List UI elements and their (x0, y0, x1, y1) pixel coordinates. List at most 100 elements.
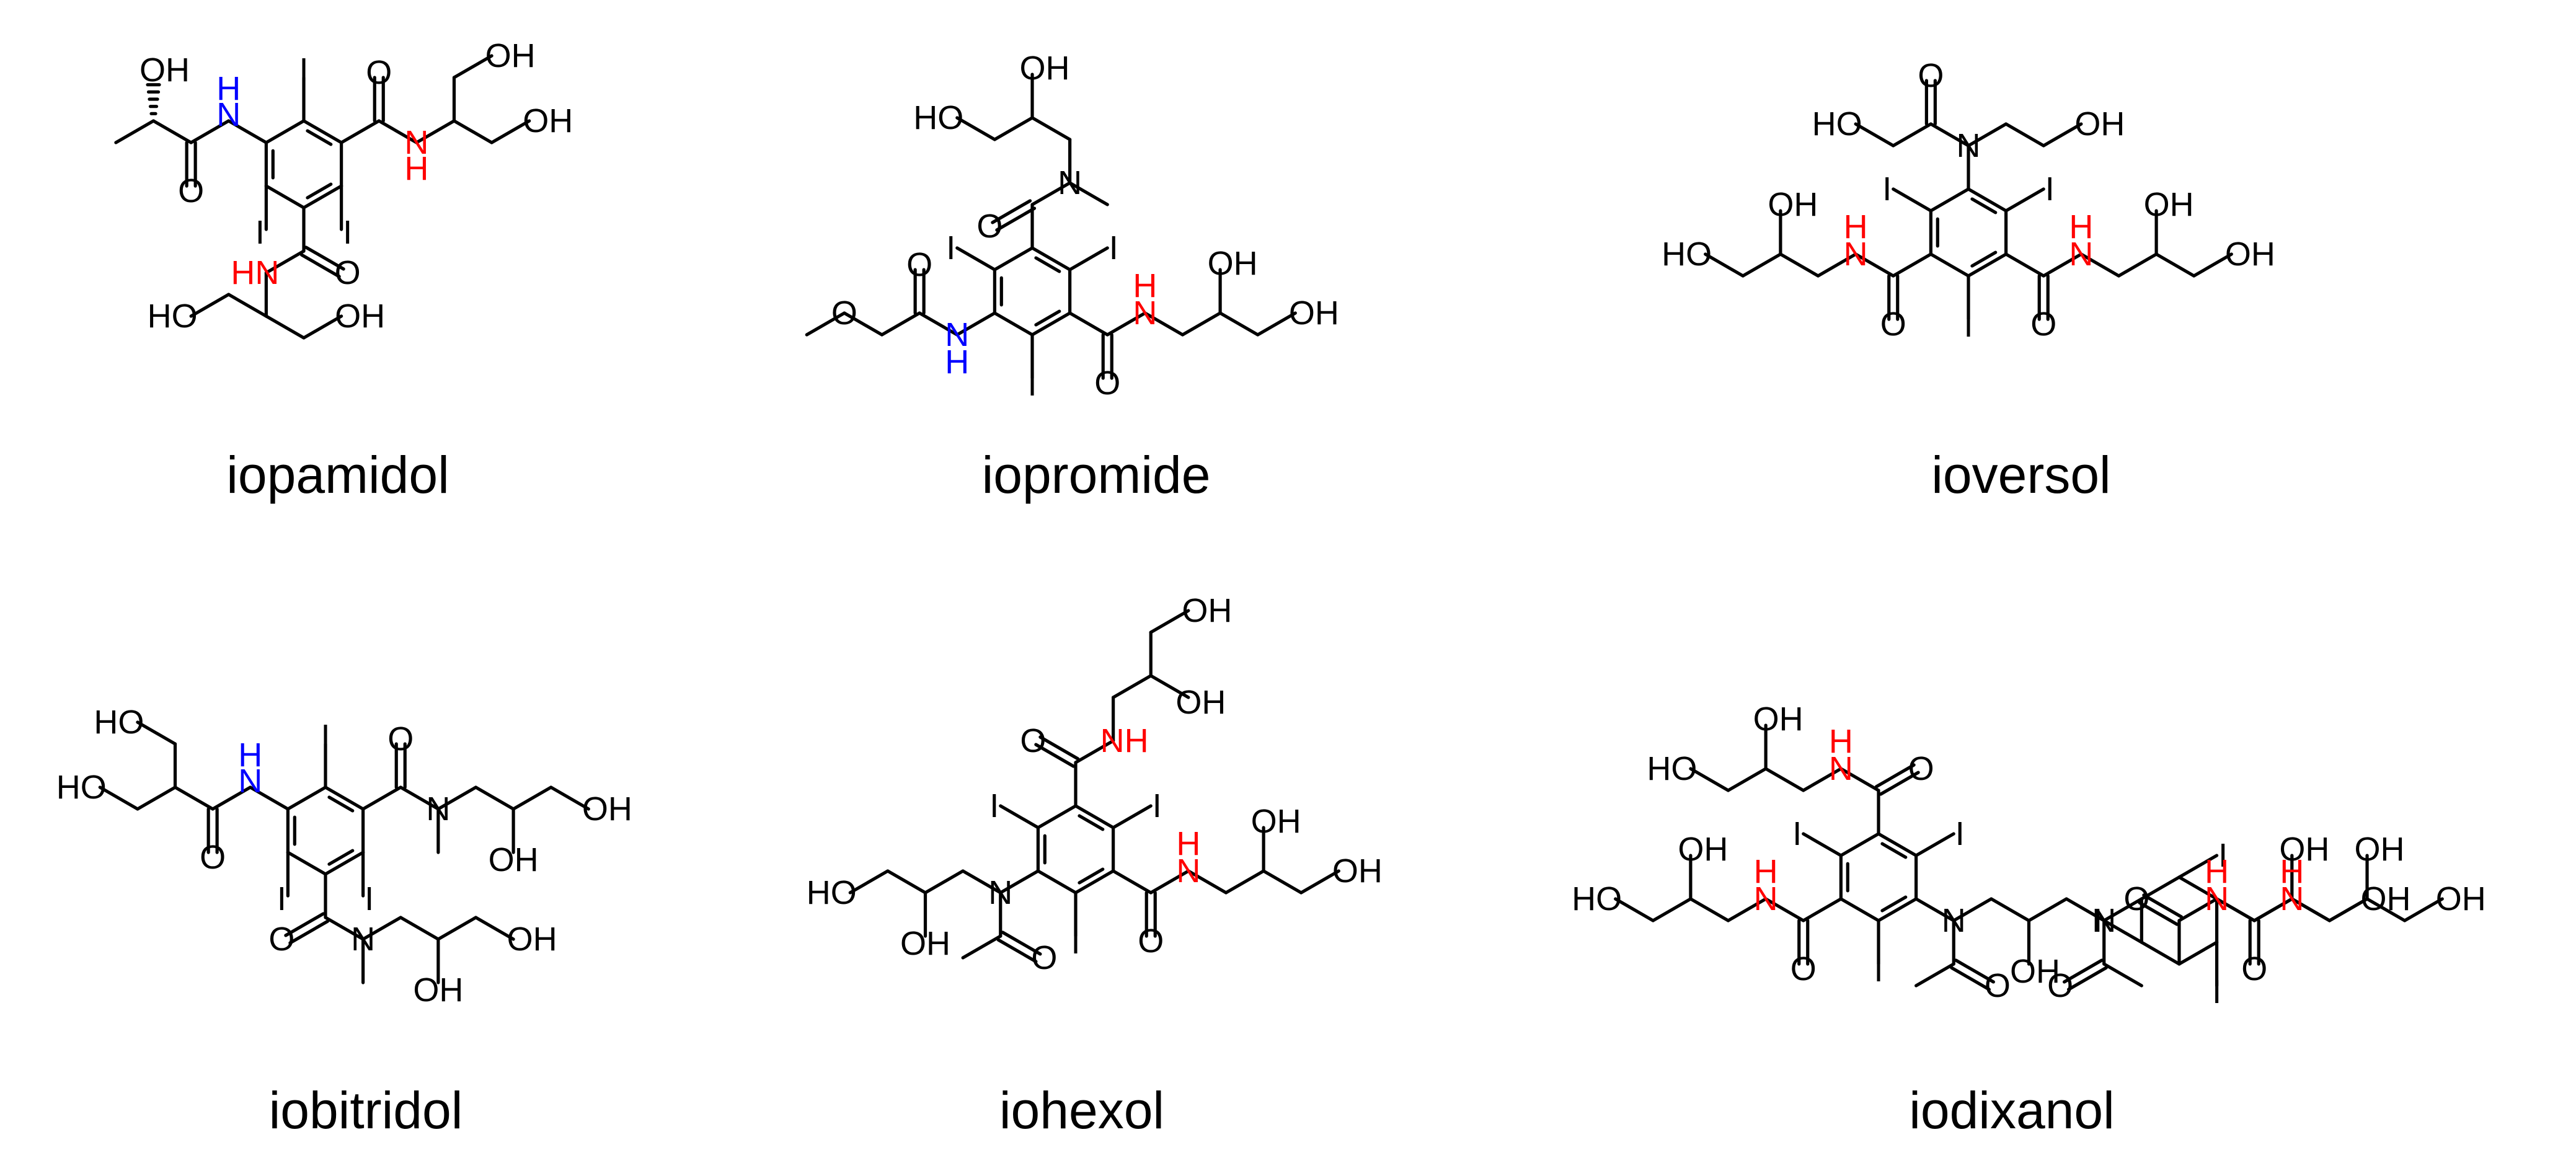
atom-label: HO (94, 704, 144, 741)
atom-label: O (2241, 950, 2267, 988)
ring-inner-double-bond (1078, 867, 1105, 885)
atom-label: O (1880, 306, 1906, 343)
bond (1149, 869, 1190, 895)
atom-label: NH (1100, 722, 1149, 759)
bond (1614, 897, 1655, 922)
bond (474, 916, 515, 941)
compound-name-iopromide: iopromide (982, 446, 1211, 504)
atom-label: OH (900, 925, 950, 962)
atom-label: O (366, 54, 392, 91)
ring-inner-double-bond (1880, 895, 1908, 913)
bond (211, 785, 252, 811)
bond (227, 119, 268, 144)
atom-label: OH (2355, 831, 2405, 868)
ring-inner-double-bond (1880, 842, 1908, 859)
bond (436, 785, 478, 811)
atom-label: OH (1175, 684, 1226, 721)
bond (2177, 854, 2219, 879)
bond (1180, 311, 1222, 337)
bond (1704, 252, 1745, 278)
carbonyl-double-bond (1954, 958, 1995, 984)
atom-label: I (1071, 924, 1080, 961)
atom-label: HO (913, 99, 963, 136)
atom-label: OH (1251, 803, 1301, 840)
atom-label: OH (1020, 50, 1070, 87)
bond (1112, 804, 1153, 829)
atom-label: OH (2279, 831, 2329, 868)
atom-label: OH (507, 921, 557, 958)
ring-bond (1074, 804, 1115, 829)
atom-label: OH (523, 102, 573, 139)
bond (2290, 897, 2332, 922)
bond (340, 119, 381, 144)
bond (1689, 767, 1730, 792)
atom-label: OH (2361, 880, 2411, 917)
carbonyl-double-bond (2062, 958, 2104, 984)
atom-label: HO (807, 874, 857, 911)
atom-label: N (1957, 127, 1981, 164)
atom-label: N (2205, 880, 2229, 917)
bond (955, 116, 996, 141)
atom-label: N (2069, 236, 2093, 273)
atom-label: I (255, 214, 265, 251)
atom-label: I (2212, 973, 2221, 1010)
bond (452, 54, 494, 79)
ring-bond (1929, 187, 1970, 213)
bond (2403, 897, 2444, 922)
atom-label: I (277, 880, 286, 917)
atom-label: N (426, 790, 450, 828)
atom-label: HO (148, 298, 198, 335)
ring-bond (302, 119, 343, 144)
bond (1892, 122, 1932, 148)
carbonyl-double-bond (1950, 966, 1991, 991)
atom-label: OH (413, 971, 463, 1009)
bond (2102, 919, 2143, 944)
bond (955, 311, 996, 337)
atom-label: N (216, 96, 241, 133)
anilide-h: H (945, 343, 969, 381)
ring-bond (1967, 252, 2008, 278)
ring-inner-double-bond (1034, 309, 1061, 327)
ring-bond (1877, 832, 1918, 857)
atom-label: N (945, 316, 969, 353)
atom-label: N (404, 124, 428, 161)
atom-label: O (1908, 750, 1934, 787)
atom-label: I (2218, 837, 2228, 874)
bond (2140, 875, 2181, 901)
atom-label: O (1094, 365, 1120, 402)
compound-name-iobitridol: iobitridol (269, 1081, 463, 1139)
atom-label: O (268, 921, 294, 958)
bond (302, 314, 343, 340)
bond (1030, 181, 1072, 206)
ring-bond (264, 184, 306, 210)
bond (474, 785, 515, 811)
bond (843, 311, 884, 337)
bond (993, 116, 1034, 141)
bond (2102, 962, 2143, 988)
atom-label: OH (2436, 880, 2486, 917)
atom-label: N (1754, 880, 1778, 917)
bond (2327, 897, 2369, 922)
atom-label: N (1942, 902, 1966, 939)
bond (1149, 609, 1190, 634)
bond (1068, 246, 1109, 272)
bond (2154, 252, 2196, 278)
bond (1967, 122, 2008, 148)
bond (549, 785, 590, 811)
atom-label: N (2092, 902, 2116, 939)
carbonyl-double-bond (1038, 735, 1080, 761)
bond (98, 785, 139, 811)
bond (1990, 897, 2031, 922)
bond (227, 293, 268, 318)
ring-bond (1036, 869, 1078, 895)
atom-label: HO (1662, 236, 1712, 273)
atom-label: O (2030, 306, 2056, 343)
bond (1892, 252, 1932, 278)
atom-label: O (200, 839, 226, 876)
atom-label: O (387, 720, 414, 758)
atom-label: HO (56, 769, 107, 806)
bond (1764, 897, 1805, 922)
bond (173, 785, 215, 811)
bond (2042, 252, 2083, 278)
